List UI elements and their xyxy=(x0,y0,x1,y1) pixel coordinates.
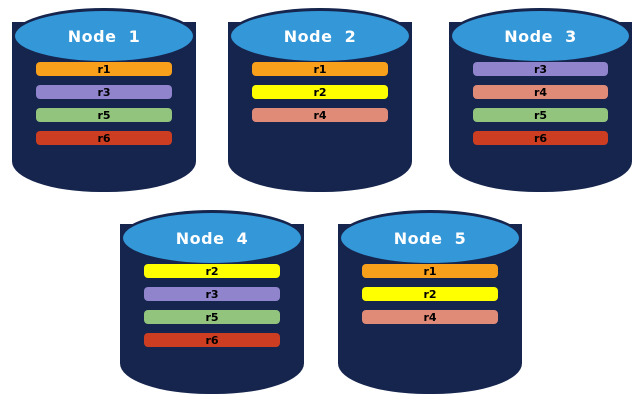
cylinder-top-ellipse xyxy=(120,210,304,266)
region-bar-r4[interactable]: r4 xyxy=(361,310,499,324)
region-bar-r2[interactable]: r2 xyxy=(251,85,389,99)
region-bar-r6[interactable]: r6 xyxy=(143,333,281,347)
region-list: r3 r4 r5 r6 xyxy=(449,62,632,145)
node-title: Node 2 xyxy=(283,26,357,46)
region-bar-r2[interactable]: r2 xyxy=(361,287,499,301)
node-cylinder-5[interactable]: Node 5 r1 r2 r4 xyxy=(338,210,522,394)
node-title: Node 5 xyxy=(393,228,467,248)
cylinder-top-ellipse xyxy=(12,8,196,64)
region-bar-r1[interactable]: r1 xyxy=(361,264,499,278)
region-bar-r5[interactable]: r5 xyxy=(35,108,173,122)
node-title: Node 4 xyxy=(175,228,249,248)
node-cylinder-1[interactable]: Node 1 r1 r3 r5 r6 xyxy=(12,8,196,192)
cylinder-top-ellipse xyxy=(228,8,412,64)
region-bar-r1[interactable]: r1 xyxy=(35,62,173,76)
region-list: r1 r3 r5 r6 xyxy=(12,62,196,145)
region-bar-r5[interactable]: r5 xyxy=(472,108,609,122)
node-cylinder-2[interactable]: Node 2 r1 r2 r4 xyxy=(228,8,412,192)
region-list: r1 r2 r4 xyxy=(338,264,522,324)
node-cylinder-3[interactable]: Node 3 r3 r4 r5 r6 xyxy=(449,8,632,192)
region-bar-r3[interactable]: r3 xyxy=(35,85,173,99)
node-cylinder-4[interactable]: Node 4 r2 r3 r5 r6 xyxy=(120,210,304,394)
region-bar-r3[interactable]: r3 xyxy=(472,62,609,76)
region-bar-r1[interactable]: r1 xyxy=(251,62,389,76)
region-bar-r3[interactable]: r3 xyxy=(143,287,281,301)
region-bar-r6[interactable]: r6 xyxy=(35,131,173,145)
region-bar-r6[interactable]: r6 xyxy=(472,131,609,145)
region-list: r2 r3 r5 r6 xyxy=(120,264,304,347)
region-list: r1 r2 r4 xyxy=(228,62,412,122)
region-bar-r4[interactable]: r4 xyxy=(472,85,609,99)
region-bar-r2[interactable]: r2 xyxy=(143,264,281,278)
region-bar-r5[interactable]: r5 xyxy=(143,310,281,324)
region-bar-r4[interactable]: r4 xyxy=(251,108,389,122)
node-title: Node 1 xyxy=(67,26,141,46)
node-title: Node 3 xyxy=(504,26,577,46)
